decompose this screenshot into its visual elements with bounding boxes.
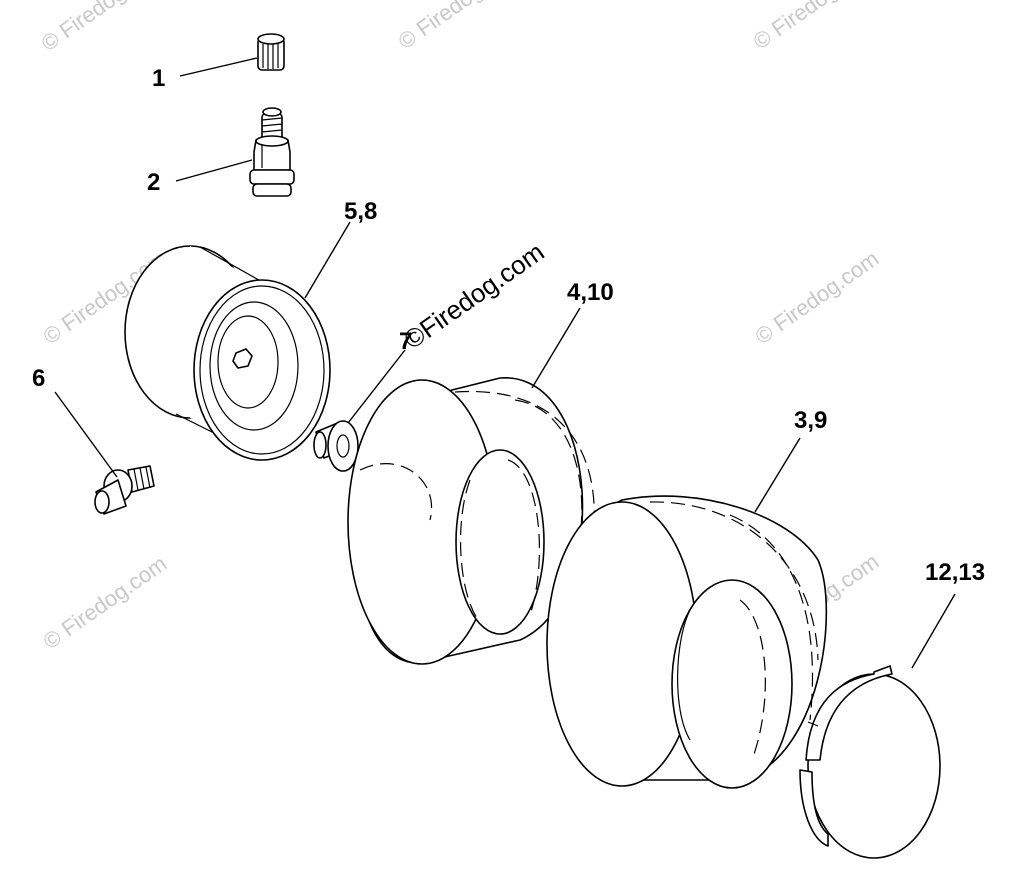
- callout-6: 6: [32, 365, 45, 392]
- leader-line-3-9: [754, 437, 801, 513]
- watermark-center: ©Firedog.com: [398, 236, 549, 354]
- callout-4-10: 4,10: [567, 279, 614, 306]
- part-tire-front: [546, 495, 828, 789]
- watermark: © Firedog.com: [37, 0, 170, 56]
- part-wheel-rim: [124, 245, 331, 461]
- callout-5-8: 5,8: [344, 198, 377, 225]
- leader-line-7: [347, 349, 406, 424]
- leader-line-12-13: [911, 593, 956, 669]
- part-tire-rear: [347, 377, 595, 665]
- leader-line-6: [54, 391, 118, 478]
- watermark: © Firedog.com: [749, 0, 882, 54]
- part-valve-stem: [249, 107, 295, 197]
- part-bolt: [94, 465, 155, 515]
- watermark: © Firedog.com: [394, 0, 527, 54]
- callout-3-9: 3,9: [794, 407, 827, 434]
- watermark: © Firedog.com: [751, 246, 884, 349]
- leader-line-4-10: [531, 307, 581, 389]
- watermark: © Firedog.com: [39, 551, 172, 654]
- callout-7: 7: [399, 328, 412, 355]
- callout-2: 2: [147, 169, 160, 196]
- callout-1: 1: [152, 65, 165, 92]
- leader-lines: [54, 57, 956, 669]
- callout-12-13: 12,13: [925, 559, 985, 586]
- part-bushing: [313, 420, 359, 472]
- part-hub-cap: [799, 665, 941, 859]
- leader-line-1: [179, 57, 258, 77]
- leader-line-5-8: [304, 221, 351, 299]
- leader-line-2: [175, 159, 253, 182]
- part-valve-cap: [257, 33, 285, 71]
- callout-labels: 1 2 5,8 6 7 4,10 3,9 12,13: [32, 65, 985, 586]
